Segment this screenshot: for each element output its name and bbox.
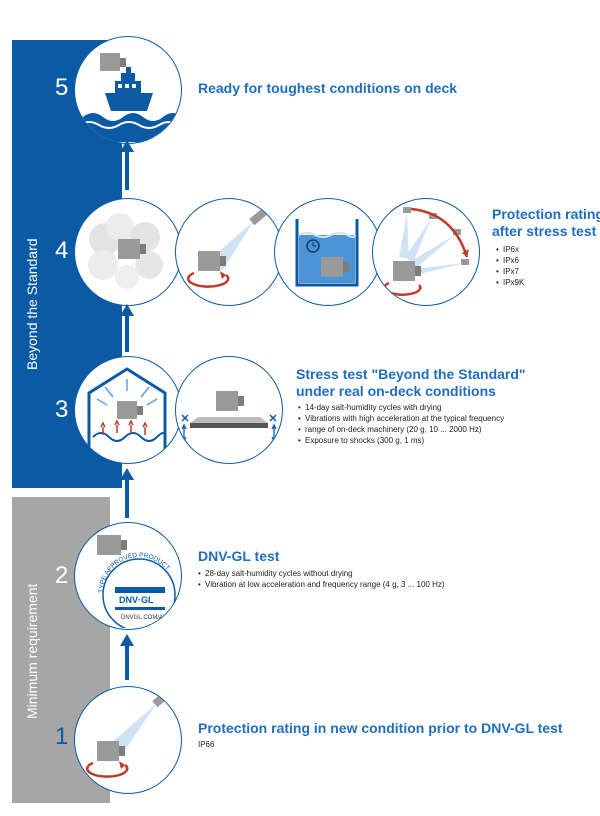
step-4-heading-line-2: after stress test <box>492 223 597 239</box>
bullet-continuation: range of on-deck machinery (20 g, 10 ...… <box>305 425 482 434</box>
step-2-bullets: 28-day salt-humidity cycles without dryi… <box>198 568 445 590</box>
list-item: IPx6 <box>496 255 524 266</box>
list-item: range of on-deck machinery (20 g, 10 ...… <box>298 424 504 435</box>
list-item: IPx9K <box>496 277 524 288</box>
list-item: 14-day salt-humidity cycles with drying <box>298 402 504 413</box>
step-3-heading: Stress test "Beyond the Standard" under … <box>296 366 526 400</box>
badge-logo: DNV·GL <box>119 595 154 605</box>
arrow-up-icon <box>120 634 134 680</box>
minimum-requirement-label: Minimum requirement <box>24 583 40 719</box>
ship-on-waves-icon <box>74 36 182 144</box>
step-4-bullets: IP6x IPx6 IPx7 IPx9K <box>496 244 524 288</box>
list-item: Exposure to shocks (300 g, 1 ms) <box>298 435 504 446</box>
rotating-spray-icon <box>74 686 182 794</box>
step-5-heading: Ready for toughest conditions on deck <box>198 80 458 96</box>
pressure-spray-icon <box>372 198 480 306</box>
step-number-2: 2 <box>55 562 69 589</box>
water-spray-icon <box>175 198 283 306</box>
arrow-up-icon <box>120 468 134 518</box>
step-number-4: 4 <box>55 237 69 264</box>
step-3-heading-line-2: under real on-deck conditions <box>296 383 496 399</box>
badge-url: DNVGL.COM/AF <box>121 615 167 621</box>
list-item: Vibration at low acceleration and freque… <box>198 579 445 590</box>
step-4-heading: Protection rating after stress test <box>492 206 600 240</box>
beyond-standard-label: Beyond the Standard <box>24 238 40 370</box>
step-number-3: 3 <box>55 396 69 423</box>
step-1-heading: Protection rating in new condition prior… <box>198 720 563 736</box>
list-item: IP6x <box>496 244 524 255</box>
water-immersion-icon <box>274 198 382 306</box>
list-item: 28-day salt-humidity cycles without dryi… <box>198 568 445 579</box>
arrow-up-icon <box>120 140 134 190</box>
step-4-heading-line-1: Protection rating <box>492 206 600 222</box>
list-item: Vibrations with high acceleration at the… <box>298 413 504 424</box>
list-item: IPx7 <box>496 266 524 277</box>
step-1-note: IP66 <box>198 740 215 749</box>
arrow-up-icon <box>120 304 134 352</box>
dnvgl-badge-icon: TYPE APPROVED PRODUCT DNV·GL DNVGL.COM/A… <box>74 522 182 630</box>
vibration-table-icon <box>175 356 283 464</box>
salt-chamber-icon <box>74 356 182 464</box>
step-2-heading: DNV-GL test <box>198 548 280 564</box>
step-number-1: 1 <box>55 723 69 750</box>
step-3-bullets: 14-day salt-humidity cycles with drying … <box>298 402 504 446</box>
step-3-heading-line-1: Stress test "Beyond the Standard" <box>296 366 526 382</box>
step-number-5: 5 <box>55 74 69 101</box>
dust-cloud-icon <box>74 198 182 306</box>
